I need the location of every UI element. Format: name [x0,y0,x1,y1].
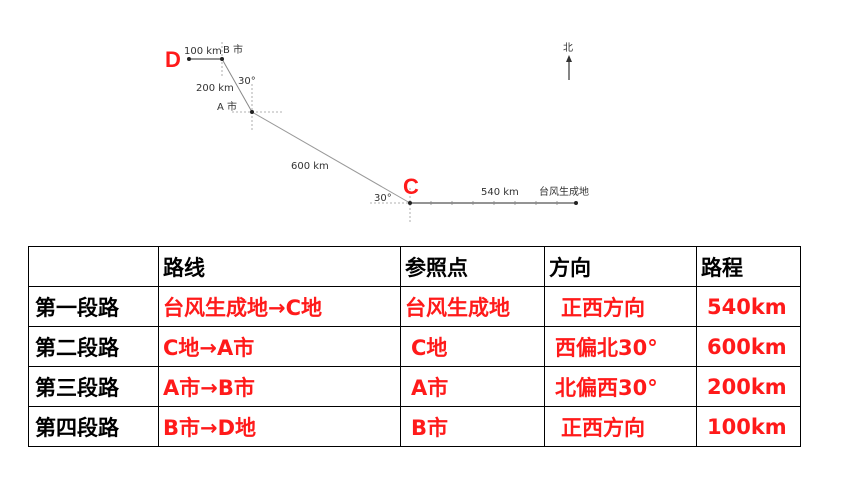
reference-cell: C地 [400,326,545,367]
route-table: 路线 参照点 方向 路程 第一段路 台风生成地→C地 台风生成地 正西方向 54… [28,246,801,447]
point-b [220,57,224,61]
label-a-city: A 市 [217,100,237,113]
point-a [250,110,254,114]
route-cell: C地→A市 [158,326,401,367]
segment-a-c [251,111,411,204]
table-row: 第一段路 台风生成地→C地 台风生成地 正西方向 540km [28,286,801,327]
angle-at-c: 30° [374,193,392,204]
distance-c-origin: 540 km [481,187,519,198]
distance-cell: 540km [696,286,801,327]
direction-cell: 北偏西30° [544,366,697,407]
north-arrow-head [566,55,572,62]
distance-cell: 600km [696,326,801,367]
segment-name: 第四段路 [28,406,159,447]
distance-b-a: 200 km [196,83,234,94]
route-cell: A市→B市 [158,366,401,407]
label-typhoon-origin: 台风生成地 [539,185,589,198]
label-d: D [165,47,181,72]
distance-a-c: 600 km [291,161,329,172]
distance-cell: 200km [696,366,801,407]
distance-cell: 100km [696,406,801,447]
header-direction: 方向 [544,246,697,287]
reference-cell: 台风生成地 [400,286,545,327]
route-cell: 台风生成地→C地 [158,286,401,327]
direction-cell: 正西方向 [544,406,697,447]
segment-name: 第二段路 [28,326,159,367]
header-reference: 参照点 [400,246,545,287]
table-row: 第四段路 B市→D地 B市 正西方向 100km [28,406,801,447]
direction-cell: 正西方向 [544,286,697,327]
point-c [408,201,412,205]
route-diagram: 北 D C B 市 A 市 台风生成地 100 km 200 km 600 km… [165,42,589,222]
reference-cell: A市 [400,366,545,407]
table-header-row: 路线 参照点 方向 路程 [28,246,801,287]
angle-at-b: 30° [238,76,256,87]
point-d [187,57,191,61]
reference-cell: B市 [400,406,545,447]
route-cell: B市→D地 [158,406,401,447]
label-b-city: B 市 [223,43,243,56]
label-c: C [403,174,419,199]
header-distance: 路程 [696,246,801,287]
header-blank [28,246,159,287]
table-row: 第三段路 A市→B市 A市 北偏西30° 200km [28,366,801,407]
distance-d-b: 100 km [184,46,222,57]
segment-b-a [221,58,253,113]
north-label: 北 [563,42,573,54]
direction-cell: 西偏北30° [544,326,697,367]
point-origin [574,201,578,205]
segment-name: 第三段路 [28,366,159,407]
header-route: 路线 [158,246,401,287]
table-row: 第二段路 C地→A市 C地 西偏北30° 600km [28,326,801,367]
segment-name: 第一段路 [28,286,159,327]
